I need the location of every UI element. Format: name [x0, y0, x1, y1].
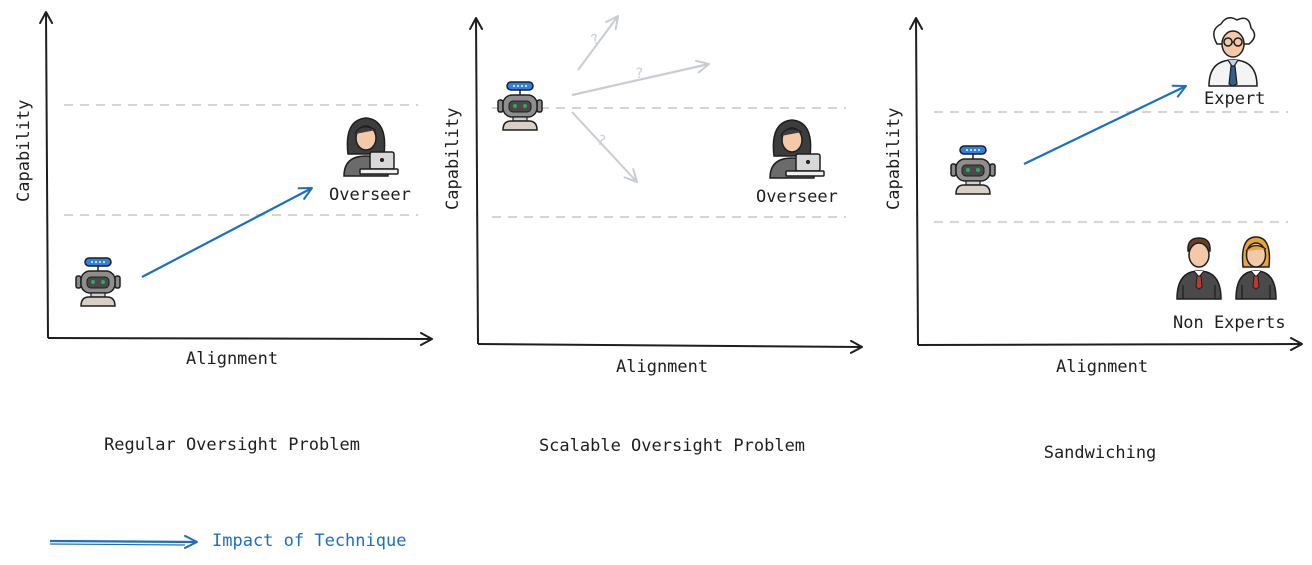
impact-arrow: [1023, 84, 1187, 165]
overseer-icon: [343, 117, 399, 177]
overseer-label: Overseer: [329, 185, 411, 205]
panel-regular-oversight: [39, 10, 433, 346]
uncertain-arrow-right: [571, 59, 710, 97]
expert-icon: [1208, 17, 1258, 87]
y-axis-label: Capability: [443, 107, 463, 210]
panel-caption: Scalable Oversight Problem: [538, 436, 806, 456]
uncertain-arrow-down: [571, 111, 638, 183]
uncertain-arrow-up: [577, 15, 619, 71]
expert-label: Expert: [1204, 89, 1266, 109]
x-axis-label: Alignment: [1056, 357, 1149, 377]
y-axis: [39, 10, 54, 339]
panel-sandwiching: [909, 17, 1303, 352]
y-axis: [469, 17, 484, 345]
robot-icon: [75, 257, 121, 307]
robot-icon: [950, 145, 996, 195]
unknown-mark: ?: [635, 66, 644, 82]
non-experts-label: Non Experts: [1173, 313, 1286, 333]
x-axis: [917, 337, 1303, 352]
x-axis: [477, 339, 863, 354]
legend-arrow-shadow: [49, 543, 186, 546]
panel-caption: Sandwiching: [1043, 443, 1157, 463]
y-axis-label: Capability: [884, 107, 904, 210]
x-axis-label: Alignment: [186, 349, 279, 369]
non-expert-man-icon: [1176, 237, 1222, 300]
legend-arrow: [49, 534, 198, 549]
overseer-label: Overseer: [756, 187, 838, 207]
non-expert-woman-icon: [1235, 236, 1277, 300]
legend: [49, 534, 198, 549]
x-axis-label: Alignment: [616, 357, 709, 377]
panel-caption: Regular Oversight Problem: [104, 435, 360, 455]
y-axis-label: Capability: [14, 99, 34, 202]
overseer-icon: [769, 119, 825, 179]
legend-label: Impact of Technique: [212, 531, 407, 551]
x-axis: [47, 331, 433, 346]
panel-scalable-oversight: [469, 15, 863, 354]
impact-arrow: [141, 187, 313, 278]
y-axis: [909, 17, 924, 346]
robot-icon: [497, 81, 543, 131]
